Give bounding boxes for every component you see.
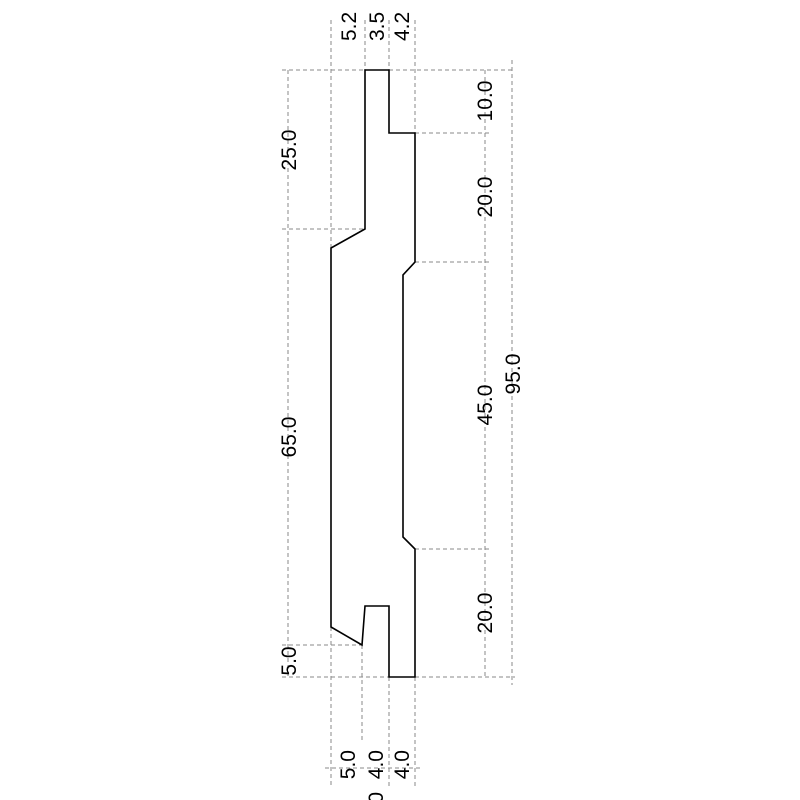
dim-label-bottom-13: 13.0	[365, 792, 388, 800]
dim-label-bottom-5: 5.0	[337, 750, 360, 779]
dim-label-bottom-4-left: 4.0	[365, 750, 388, 779]
board-profile-outline	[330, 69, 416, 678]
dim-label-left-5: 5.0	[278, 646, 301, 675]
dim-label-left-25: 25.0	[278, 130, 301, 171]
dim-label-right-45: 45.0	[474, 385, 497, 426]
dim-label-right-20-lower: 20.0	[474, 593, 497, 634]
dim-label-top-4-2: 4.2	[391, 12, 414, 41]
dim-label-overall-95: 95.0	[502, 354, 525, 395]
dim-label-right-10: 10.0	[474, 81, 497, 122]
dim-label-top-3-5: 3.5	[366, 12, 389, 41]
dim-label-left-65: 65.0	[278, 417, 301, 458]
dimension-lines	[282, 20, 515, 788]
dim-label-right-20-upper: 20.0	[474, 177, 497, 218]
dim-label-top-5-2: 5.2	[338, 12, 361, 41]
dim-label-bottom-4-right: 4.0	[391, 750, 414, 779]
